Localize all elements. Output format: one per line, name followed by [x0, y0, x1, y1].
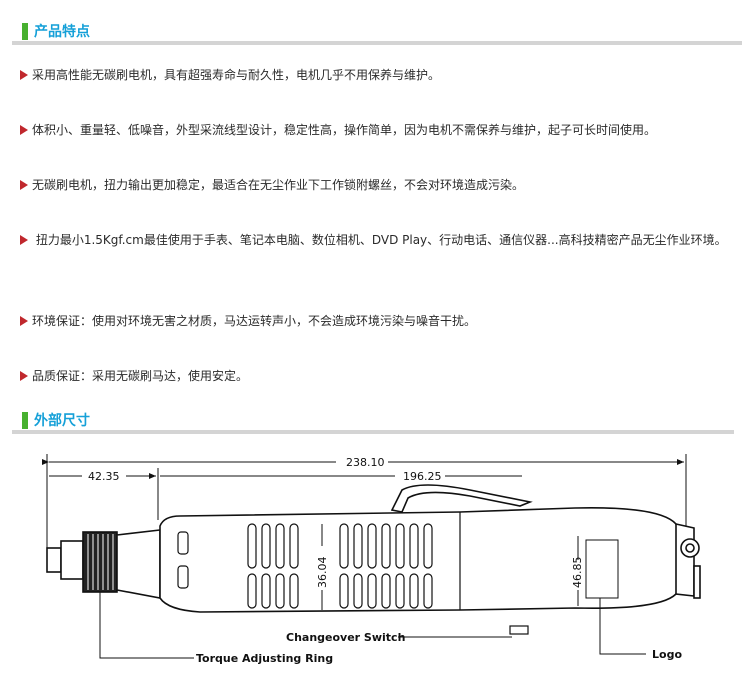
section-marker	[22, 23, 28, 40]
extension-lines	[46, 454, 687, 562]
dim-front-length: 42.35	[88, 470, 120, 483]
feature-text: 体积小、重量轻、低噪音，外型采流线型设计，稳定性高，操作简单，因为电机不需保养与…	[32, 123, 657, 137]
bullet-arrow-icon	[20, 315, 28, 326]
torque-ring-knurl	[87, 534, 114, 590]
feature-item: 无碳刷电机，扭力输出更加稳定，最适合在无尘作业下工作锁附螺丝，不会对环境造成污染…	[20, 172, 742, 199]
bullet-arrow-icon	[20, 234, 28, 245]
feature-text: 采用高性能无碳刷电机，具有超强寿命与耐久性，电机几乎不用保养与维护。	[32, 68, 441, 82]
dim-grip-diameter: 36.04	[316, 557, 329, 589]
leader-lines	[99, 592, 646, 659]
section-title: 外部尺寸	[34, 413, 90, 429]
feature-item: 采用高性能无碳刷电机，具有超强寿命与耐久性，电机几乎不用保养与维护。	[20, 62, 742, 89]
label-logo: Logo	[652, 648, 682, 661]
feature-text: 环境保证：使用对环境无害之材质，马达运转声小，不会造成环境污染与噪音干扰。	[32, 314, 477, 328]
feature-item: 品质保证：采用无碳刷马达，使用安定。	[20, 363, 742, 390]
dim-overall-length: 238.10	[346, 456, 385, 469]
dimension-drawing: 238.10 42.35 196.25	[42, 454, 701, 665]
screwdriver-outline	[46, 484, 701, 613]
grip-ribs	[177, 512, 461, 610]
bullet-arrow-icon	[20, 179, 28, 190]
changeover-switch	[509, 625, 529, 635]
section-divider	[12, 41, 742, 45]
label-torque-ring: Torque Adjusting Ring	[196, 652, 333, 665]
logo-plate	[577, 536, 619, 606]
feature-item: 体积小、重量轻、低噪音，外型采流线型设计，稳定性高，操作简单，因为电机不需保养与…	[20, 117, 742, 144]
dim-rear-height: 46.85	[571, 557, 584, 589]
feature-text: 无碳刷电机，扭力输出更加稳定，最适合在无尘作业下工作锁附螺丝，不会对环境造成污染…	[32, 178, 525, 192]
feature-item: 扭力最小1.5Kgf.cm最佳使用于手表、笔记本电脑、数位相机、DVD Play…	[20, 227, 742, 254]
feature-text: 扭力最小1.5Kgf.cm最佳使用于手表、笔记本电脑、数位相机、DVD Play…	[32, 233, 727, 247]
section-marker	[22, 412, 28, 429]
bullet-arrow-icon	[20, 69, 28, 80]
dim-body-length: 196.25	[403, 470, 442, 483]
section-title: 产品特点	[34, 24, 90, 40]
section-divider	[12, 430, 734, 434]
bullet-arrow-icon	[20, 370, 28, 381]
feature-text: 品质保证：采用无碳刷马达，使用安定。	[32, 369, 249, 383]
feature-item: 环境保证：使用对环境无害之材质，马达运转声小，不会造成环境污染与噪音干扰。	[20, 308, 742, 335]
label-changeover-switch: Changeover Switch	[286, 631, 405, 644]
bullet-arrow-icon	[20, 124, 28, 135]
